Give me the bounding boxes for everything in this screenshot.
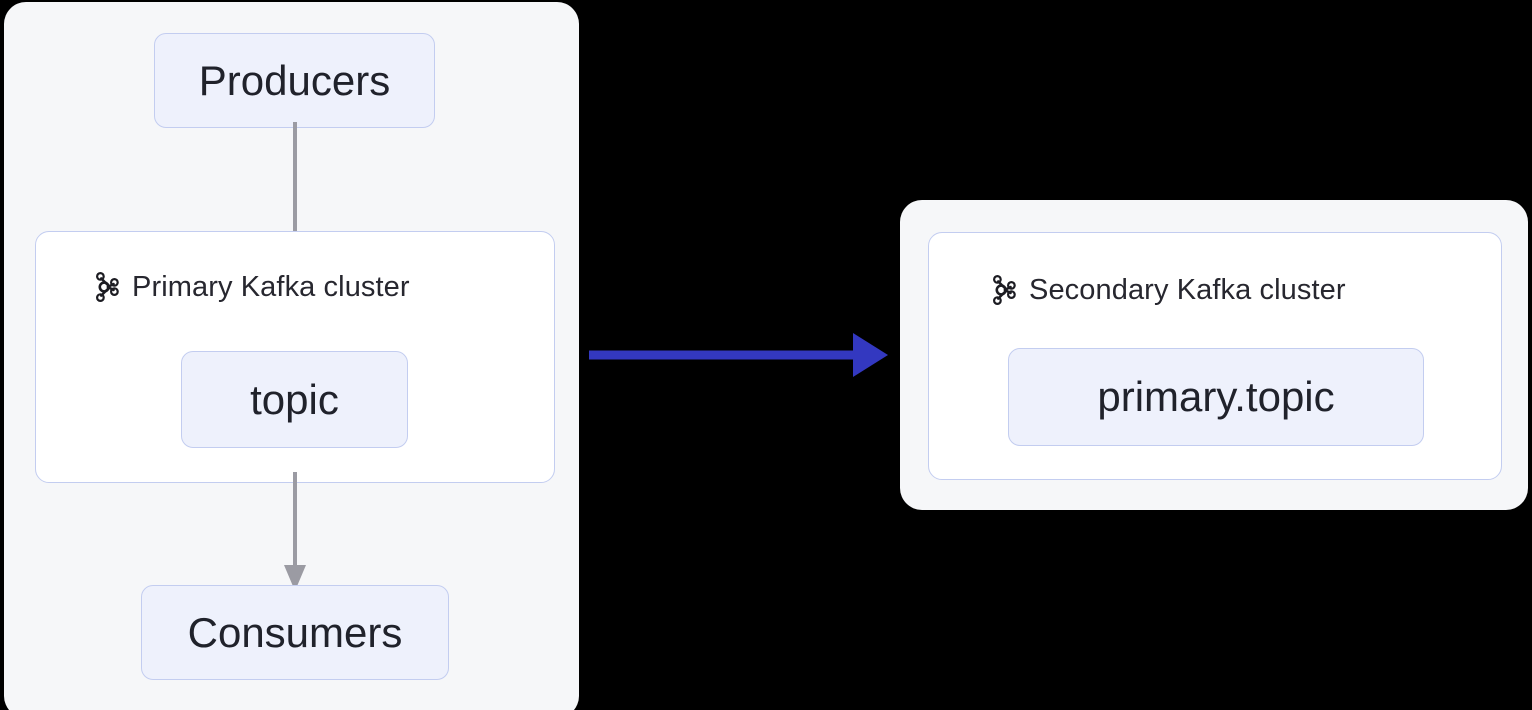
node-consumers[interactable]: Consumers [141,585,449,680]
connector-topic-to-consumers [284,472,306,591]
node-consumers-label: Consumers [187,608,403,656]
node-topic[interactable]: topic [181,351,408,448]
kafka-icon [993,275,1016,305]
secondary-cluster-header: Secondary Kafka cluster [991,275,1346,305]
node-mirrored-topic-label: primary.topic [1097,373,1335,420]
node-producers-label: Producers [198,56,391,104]
primary-cluster-label: Primary Kafka cluster [132,270,410,303]
node-producers[interactable]: Producers [154,33,435,128]
node-topic-label: topic [250,375,339,423]
secondary-cluster-label: Secondary Kafka cluster [1029,273,1346,306]
node-mirrored-topic[interactable]: primary.topic [1008,348,1424,446]
primary-cluster-header: Primary Kafka cluster [94,272,410,302]
kafka-icon [96,272,119,302]
secondary-cluster-panel: Secondary Kafka cluster primary.topic [900,200,1528,510]
connector-replication-arrow [589,333,888,377]
primary-cluster-panel: Producers Primary Kafka cluster [4,2,579,710]
